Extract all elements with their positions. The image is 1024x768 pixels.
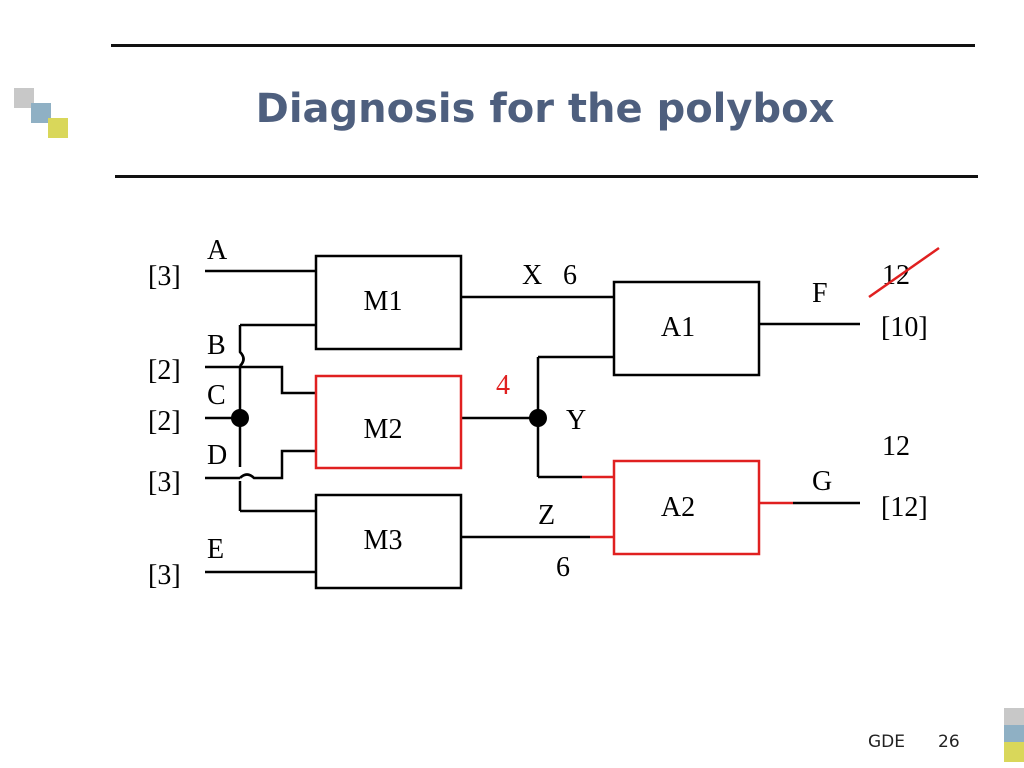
wire-value-z: 6	[556, 552, 570, 583]
junction-y	[529, 409, 547, 427]
input-name-a: A	[207, 235, 228, 266]
suspect-wires	[582, 475, 793, 539]
input-name-d: D	[207, 440, 227, 471]
wire-label-z: Z	[538, 500, 555, 531]
wire-value-y: 4	[496, 370, 510, 401]
deco-square-yellow	[48, 118, 68, 138]
input-value-b: [2]	[148, 355, 181, 386]
deco-square-yellow-footer	[1004, 742, 1024, 762]
output-predicted-g: 12	[882, 431, 910, 462]
input-name-b: B	[207, 330, 226, 361]
input-value-d: [3]	[148, 467, 181, 498]
output-observed-f: [10]	[881, 312, 928, 343]
slide-title: Diagnosis for the polybox	[255, 86, 835, 132]
circuit-wires	[205, 269, 860, 574]
input-name-e: E	[207, 534, 224, 565]
component-label-m1: M1	[364, 286, 403, 317]
component-label-a1: A1	[661, 312, 695, 343]
deco-square-gray	[14, 88, 34, 108]
junction-c	[231, 409, 249, 427]
component-label-a2: A2	[661, 492, 695, 523]
input-value-c: [2]	[148, 406, 181, 437]
title-rule-bottom	[115, 175, 978, 178]
output-name-f: F	[812, 278, 828, 309]
output-name-g: G	[812, 466, 832, 497]
input-name-c: C	[207, 380, 226, 411]
component-m1	[314, 254, 463, 351]
input-value-e: [3]	[148, 560, 181, 591]
wire-b-to-m2	[240, 365, 316, 395]
page-number: 26	[938, 732, 960, 752]
strike-mark-f	[868, 246, 940, 299]
title-rule-top	[111, 44, 975, 47]
component-label-m3: M3	[364, 525, 403, 556]
wire-c-hop	[239, 351, 245, 367]
output-observed-g: [12]	[881, 492, 928, 523]
component-m2	[314, 374, 463, 470]
component-label-m2: M2	[364, 414, 403, 445]
wire-label-x: X	[522, 260, 542, 291]
wire-d-to-m2	[239, 449, 316, 480]
deco-square-blue-footer	[1004, 725, 1024, 745]
component-a1	[612, 280, 761, 377]
wire-label-y: Y	[566, 405, 586, 436]
deco-square-gray-footer	[1004, 708, 1024, 728]
deco-square-blue	[31, 103, 51, 123]
wire-value-x: 6	[563, 260, 577, 291]
component-m3	[314, 493, 463, 590]
component-a2	[612, 459, 761, 556]
input-value-a: [3]	[148, 261, 181, 292]
footer-label: GDE	[868, 732, 906, 752]
